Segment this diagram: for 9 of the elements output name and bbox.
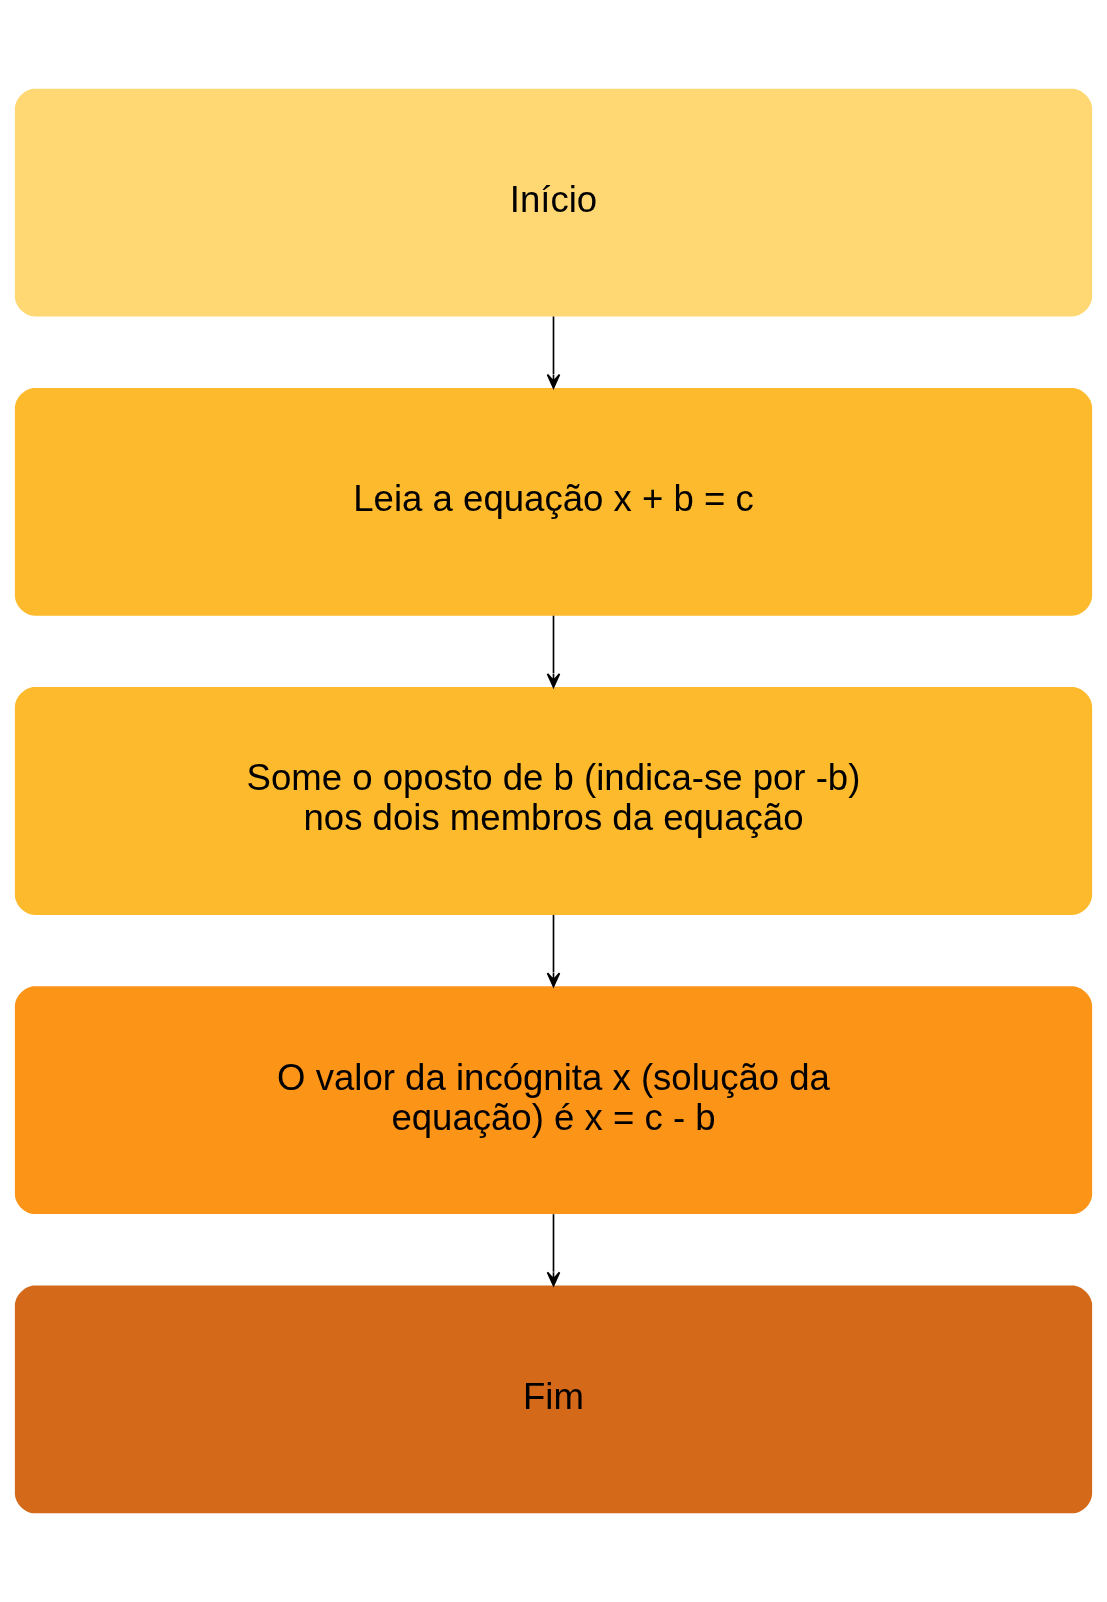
arrow [546, 315, 561, 389]
node-box: Início [14, 88, 1093, 317]
arrow [546, 614, 561, 688]
node-box: O valor da incógnita x (solução da equação) é x = c - b [14, 986, 1093, 1215]
node-box: Fim [14, 1285, 1093, 1514]
arrow [546, 914, 561, 988]
node-box: Some o oposto de b (indica-se por -b) nos dois membros da equação [14, 687, 1093, 915]
node-box: Leia a equação x + b = c [14, 387, 1093, 616]
arrow [546, 1213, 561, 1287]
